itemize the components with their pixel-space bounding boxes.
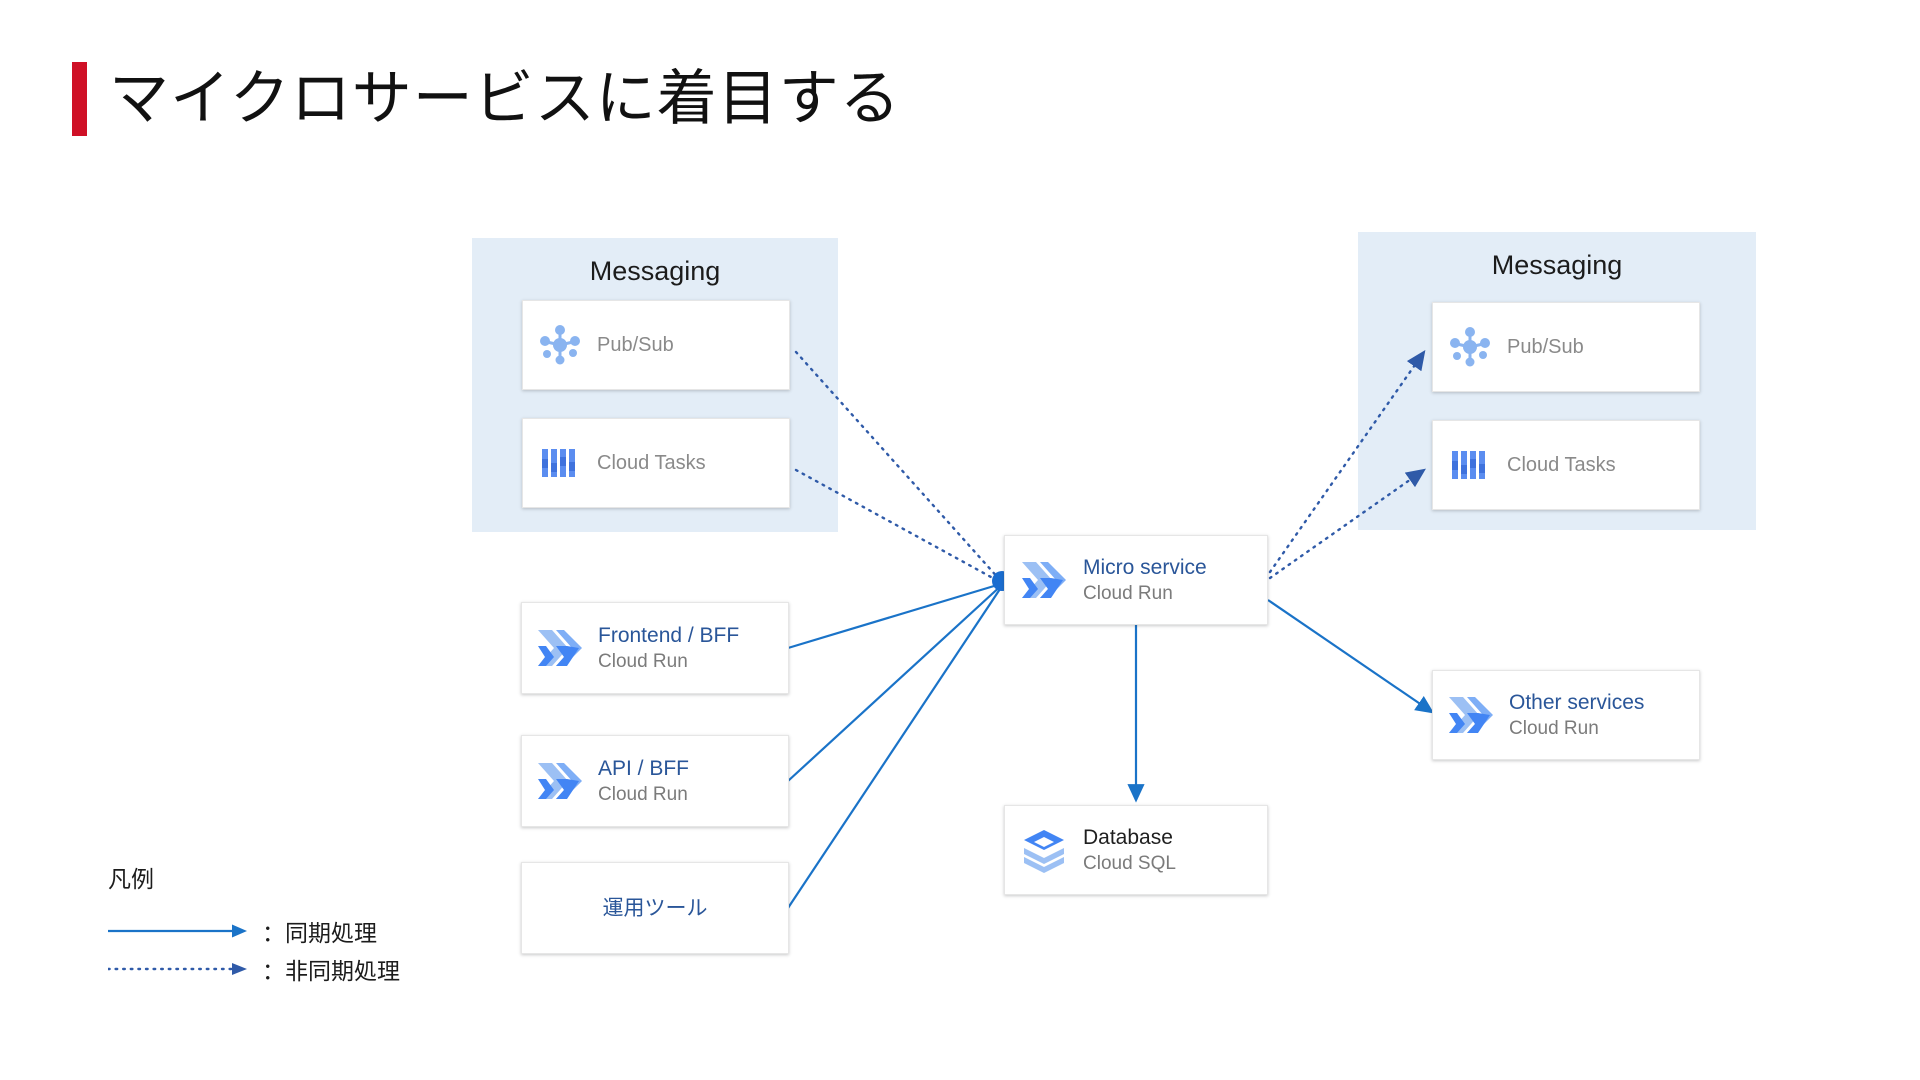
card-title: Cloud Tasks [1507,453,1616,476]
pubsub-icon [523,323,597,367]
card-api-bff[interactable]: API / BFF Cloud Run [521,735,789,827]
card-subtitle: Cloud Run [598,651,688,672]
card-cloud-tasks-left[interactable]: Cloud Tasks [522,418,790,508]
group-label-messaging-right: Messaging [1491,250,1623,280]
legend-item-async: ：非同期処理 [106,950,400,988]
cloud-run-icon [522,626,598,670]
card-cloud-tasks-left-texts: Cloud Tasks [597,450,706,477]
cloud-run-icon [1433,693,1509,737]
legend-item-sync: ：同期処理 [108,912,400,950]
card-title: Pub/Sub [1507,335,1584,358]
legend-title: 凡例 [108,866,154,892]
card-database[interactable]: Database Cloud SQL [1004,805,1268,895]
page-title: マイクロサービスに着目する [109,64,901,134]
card-subtitle: Cloud Run [1083,583,1173,604]
card-title: Frontend / BFF [598,624,740,647]
card-micro-service-texts: Micro service Cloud Run [1083,554,1207,606]
card-title: Database [1083,826,1173,849]
slide-header: マイクロサービスに着目する [72,62,901,136]
card-subtitle: Cloud Run [1509,718,1599,739]
card-other-services-texts: Other services Cloud Run [1509,689,1644,741]
card-pubsub-right[interactable]: Pub/Sub [1432,302,1700,392]
cloud-run-icon [522,759,598,803]
card-other-services[interactable]: Other services Cloud Run [1432,670,1700,760]
card-database-texts: Database Cloud SQL [1083,824,1176,876]
card-micro-service[interactable]: Micro service Cloud Run [1004,535,1268,625]
legend-dotted-arrow-icon [106,959,248,979]
card-pubsub-right-texts: Pub/Sub [1507,334,1584,361]
card-subtitle: Cloud Run [598,784,688,805]
card-pubsub-left-texts: Pub/Sub [597,332,674,359]
card-title: Pub/Sub [597,333,674,356]
card-ops-tool-texts: 運用ツール [603,895,708,922]
group-label-messaging-left: Messaging [589,256,721,286]
card-ops-tool[interactable]: 運用ツール [521,862,789,954]
card-cloud-tasks-right-texts: Cloud Tasks [1507,452,1616,479]
card-cloud-tasks-right[interactable]: Cloud Tasks [1432,420,1700,510]
card-title: 運用ツール [602,896,708,920]
cloud-run-icon [1005,558,1083,602]
card-title: Micro service [1083,556,1207,579]
card-frontend-bff-texts: Frontend / BFF Cloud Run [598,622,739,674]
card-subtitle: Cloud SQL [1083,853,1176,874]
pubsub-icon [1433,325,1507,369]
cloud-tasks-icon [1433,443,1507,487]
legend-solid-arrow-icon [108,921,248,941]
card-title: Other services [1509,691,1645,714]
cloud-tasks-icon [523,441,597,485]
cloud-sql-icon [1005,826,1083,874]
legend-label-sync: ：同期処理 [262,920,377,946]
card-pubsub-left[interactable]: Pub/Sub [522,300,790,390]
card-api-bff-texts: API / BFF Cloud Run [598,755,689,807]
card-frontend-bff[interactable]: Frontend / BFF Cloud Run [521,602,789,694]
legend: 凡例 ：同期処理 ：非同期処理 [106,860,400,988]
title-accent-bar [72,62,87,136]
card-title: Cloud Tasks [597,451,706,474]
card-title: API / BFF [598,757,690,780]
legend-label-async: ：非同期処理 [262,958,400,984]
